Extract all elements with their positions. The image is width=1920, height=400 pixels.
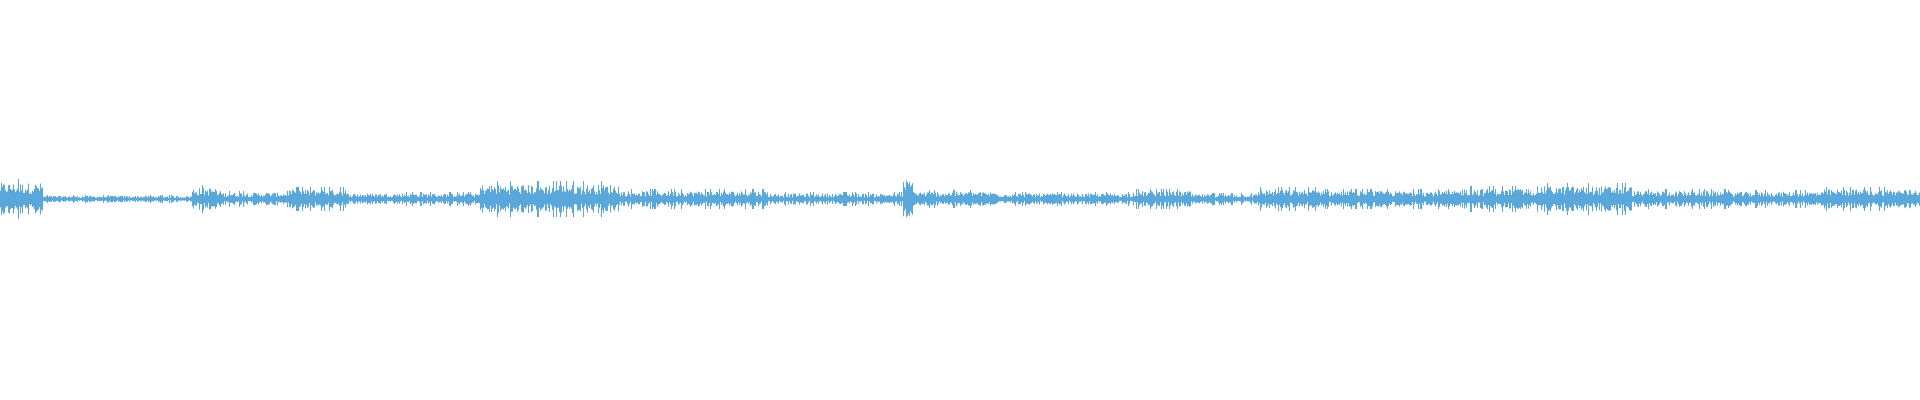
- waveform-bars: [0, 179, 1920, 219]
- waveform-path: [0, 179, 1920, 219]
